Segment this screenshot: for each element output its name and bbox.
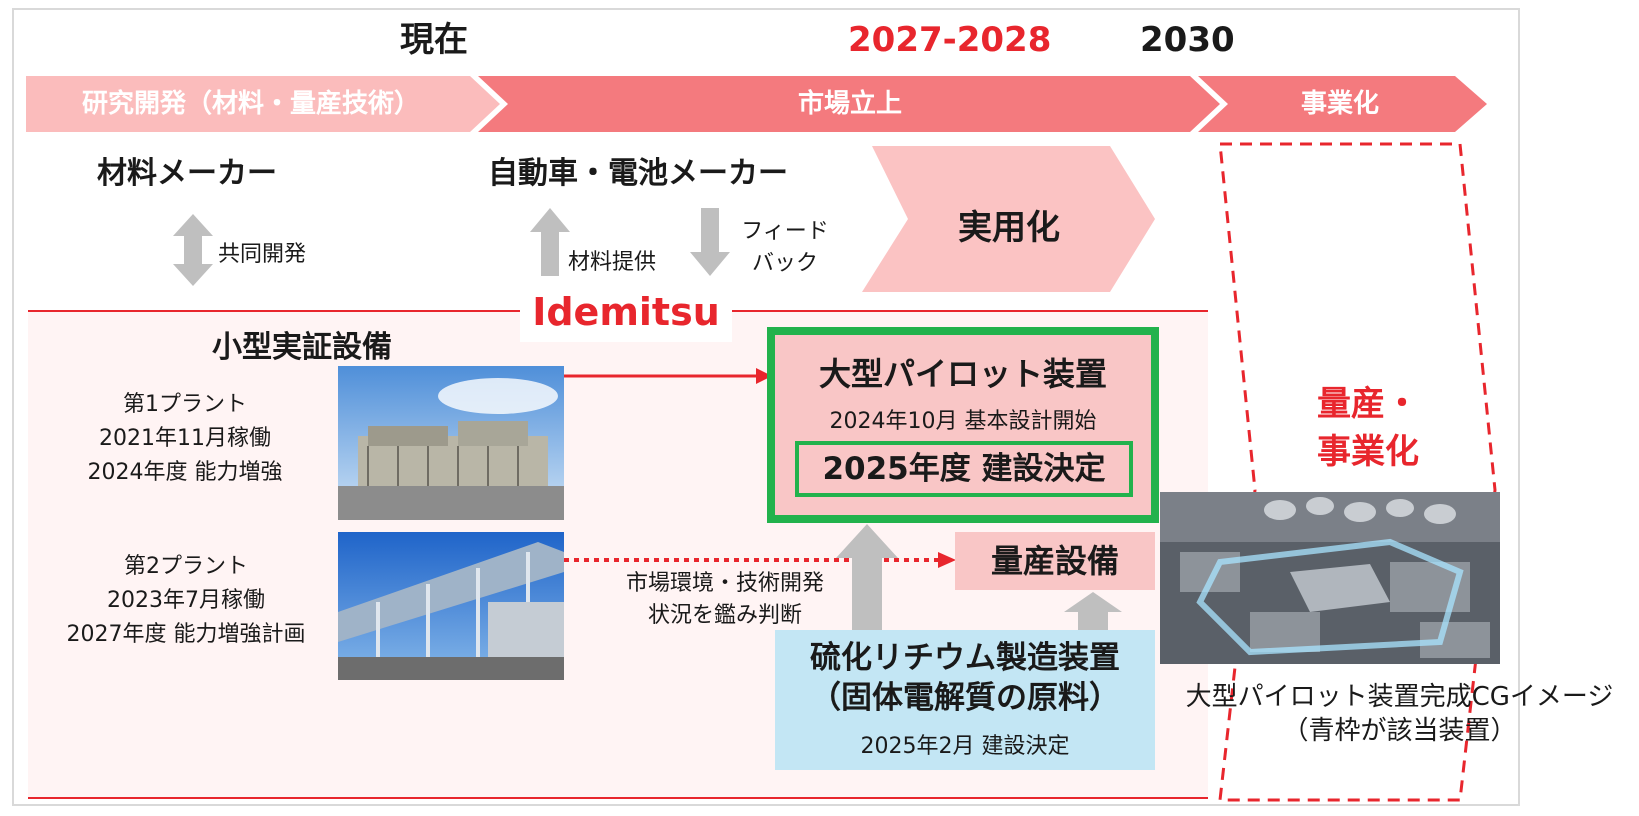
pilot-decision-box: 2025年度 建設決定 xyxy=(795,441,1133,497)
cg-caption-line-2: （青枠が該当装置） xyxy=(1282,716,1517,746)
mass-business-dashed-frame xyxy=(1218,142,1497,802)
mass-facility-box: 量産設備 xyxy=(955,532,1155,590)
phase-business-label: 事業化 xyxy=(1300,89,1379,119)
phase-bar: 研究開発（材料・量産技術） 市場立上 事業化 xyxy=(0,74,1500,134)
mass-business-line-1: 量産・ xyxy=(1317,384,1419,424)
plant1-name: 第1プラント xyxy=(123,392,247,417)
auto-battery-maker-label: 自動車・電池メーカー xyxy=(488,156,788,191)
joint-dev-label: 共同開発 xyxy=(218,242,307,267)
plant2-name: 第2プラント xyxy=(124,554,248,579)
phase-rd-chevron xyxy=(26,76,500,132)
pilot-title: 大型パイロット装置 xyxy=(818,355,1107,393)
material-supply-up-arrow-icon xyxy=(530,208,570,276)
phase-rd-label: 研究開発（材料・量産技術） xyxy=(81,89,420,119)
cg-caption-line-1: 大型パイロット装置完成CGイメージ xyxy=(1185,682,1614,712)
phase-business-chevron xyxy=(1198,76,1487,132)
outer-frame xyxy=(12,8,1520,806)
judgement-text: 市場環境・技術開発 状況を鑑み判断 xyxy=(590,568,860,632)
idemitsu-logo: Idemitsu xyxy=(520,282,732,342)
joint-dev-arrow-icon xyxy=(173,214,213,286)
lithium-to-pilot-up-arrow-icon xyxy=(836,524,898,632)
year-final: 2030 xyxy=(1140,20,1235,60)
practical-use-label: 実用化 xyxy=(958,208,1060,248)
plant2-start: 2023年7月稼働 xyxy=(107,588,265,613)
large-pilot-box: 大型パイロット装置 2024年10月 基本設計開始 2025年度 建設決定 xyxy=(767,327,1159,523)
material-supply-label: 材料提供 xyxy=(568,250,657,275)
plant1-to-pilot-arrow xyxy=(564,368,772,384)
feedback-label: フィード バック xyxy=(730,216,840,280)
plant1-photo xyxy=(338,366,564,520)
mass-business-line-2: 事業化 xyxy=(1317,432,1419,472)
phase-chevrons xyxy=(26,76,1487,132)
plant1-start: 2021年11月稼働 xyxy=(99,426,271,451)
mass-business-label: 量産・ 事業化 xyxy=(1298,380,1438,476)
judgement-line-2: 状況を鑑み判断 xyxy=(647,603,802,628)
plant1-text: 第1プラント 2021年11月稼働 2024年度 能力増強 xyxy=(40,388,330,490)
panel-bottom-line xyxy=(28,797,1208,799)
plant1-upgrade: 2024年度 能力増強 xyxy=(87,460,283,485)
plant2-text: 第2プラント 2023年7月稼働 2027年度 能力増強計画 xyxy=(36,550,336,652)
material-maker-label: 材料メーカー xyxy=(97,156,277,191)
pilot-cg-image xyxy=(1160,492,1500,664)
feedback-line-2: バック xyxy=(751,251,818,276)
lithium-to-mass-up-arrow-icon xyxy=(1064,592,1122,630)
plant2-photo xyxy=(338,532,564,680)
feedback-line-1: フィード xyxy=(741,219,829,244)
cg-caption: 大型パイロット装置完成CGイメージ （青枠が該当装置） xyxy=(1160,680,1639,748)
demo-facility-title: 小型実証設備 xyxy=(212,330,392,365)
phase-market-chevron xyxy=(478,76,1220,132)
lithium-title-2: （固体電解質の原料） xyxy=(810,680,1120,716)
plant2-upgrade: 2027年度 能力増強計画 xyxy=(66,622,306,647)
feedback-down-arrow-icon xyxy=(690,208,730,276)
year-now: 現在 xyxy=(400,20,468,60)
lithium-sulfide-box: 硫化リチウム製造装置 （固体電解質の原料） 2025年2月 建設決定 xyxy=(775,630,1155,770)
judgement-line-1: 市場環境・技術開発 xyxy=(625,571,824,596)
lithium-title-1: 硫化リチウム製造装置 xyxy=(810,640,1120,676)
practical-use-chevron xyxy=(862,146,1155,292)
phase-market-label: 市場立上 xyxy=(797,89,902,119)
lithium-subtitle: 2025年2月 建設決定 xyxy=(860,734,1070,759)
pilot-subtitle: 2024年10月 基本設計開始 xyxy=(829,409,1097,434)
year-target: 2027-2028 xyxy=(848,20,1052,60)
